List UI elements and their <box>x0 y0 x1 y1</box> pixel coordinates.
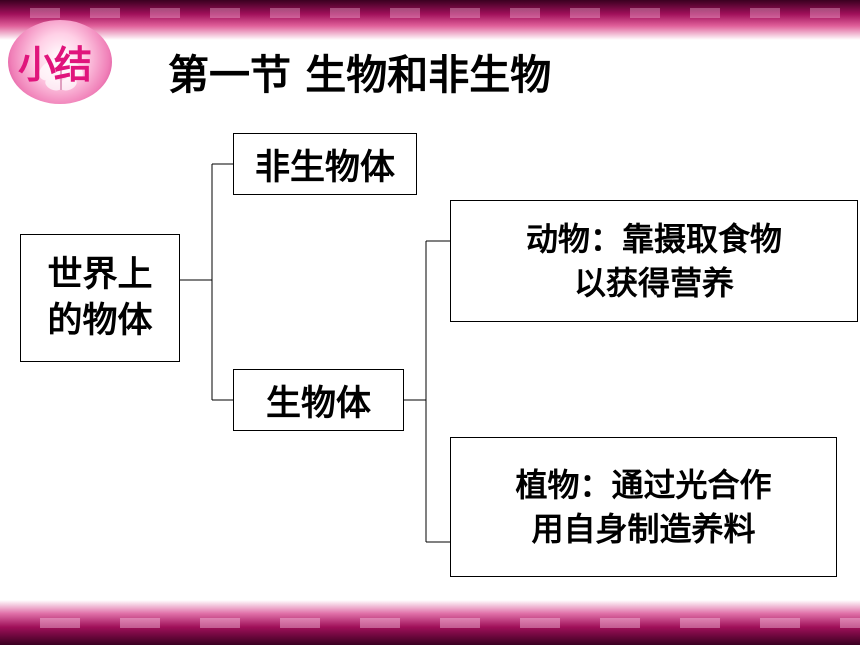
plant-node-line1: 植物：通过光合作 <box>515 466 772 504</box>
nonliving-node-label: 非生物体 <box>254 147 395 188</box>
animal-node-line2: 以获得营养 <box>573 264 734 302</box>
plant-node: 植物：通过光合作 用自身制造养料 <box>450 437 837 577</box>
root-node: 世界上 的物体 <box>20 234 180 362</box>
animal-node: 动物：靠摄取食物 以获得营养 <box>450 200 858 322</box>
summary-badge: 小结 <box>8 20 112 104</box>
living-node-label: 生物体 <box>265 383 371 424</box>
animal-node-line1: 动物：靠摄取食物 <box>525 220 782 258</box>
plant-node-line2: 用自身制造养料 <box>531 510 756 548</box>
bottom-decorative-band <box>0 600 860 645</box>
badge-label: 小结 <box>18 43 92 87</box>
top-decorative-band <box>0 0 860 40</box>
page-title: 第一节 生物和非生物 <box>158 46 648 104</box>
butterfly-icon <box>39 59 83 91</box>
nonliving-node: 非生物体 <box>233 133 417 195</box>
living-node: 生物体 <box>233 369 404 431</box>
root-node-line1: 世界上 <box>47 255 153 295</box>
root-node-line2: 的物体 <box>47 301 153 341</box>
